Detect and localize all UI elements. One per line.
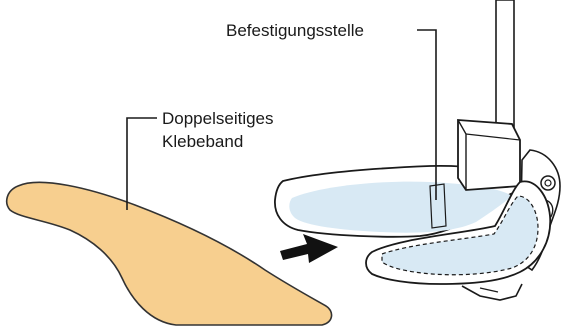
tape-label-line1: Doppelseitiges [162, 109, 274, 128]
upright-bracket [458, 120, 520, 190]
holder-slot [480, 288, 498, 292]
rod [496, 0, 514, 128]
arrow-right-icon [280, 234, 338, 263]
tape-leader-line [127, 118, 157, 210]
attachment-post [430, 184, 446, 228]
holder-underside [462, 284, 522, 300]
tape-label-line2: Klebeband [162, 132, 243, 151]
attachment-point-label: Befestigungsstelle [226, 21, 364, 40]
side-screw [541, 176, 555, 190]
